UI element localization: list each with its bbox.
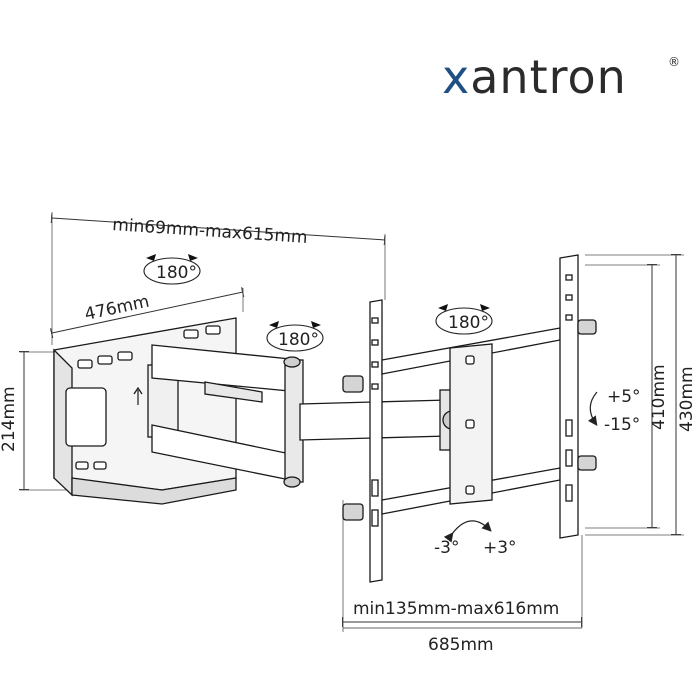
wall-pivot-label: 180° (156, 263, 197, 283)
head-pivot-label: 180° (448, 313, 489, 333)
first-arm (147, 344, 304, 488)
tilt-up-label: +5° (607, 387, 641, 407)
rotation-middle-pivot: 180° (266, 321, 324, 352)
wall-plate-width-label: 476mm (83, 292, 151, 325)
swivel-right-label: +3° (483, 538, 517, 558)
dim-wall-plate-height: 214mm (0, 351, 68, 491)
registered-mark: ® (668, 55, 680, 69)
dim-vesa-outer: 430mm (585, 254, 697, 536)
overall-width-label: 685mm (428, 635, 494, 655)
rotation-wall-pivot: 180° (143, 254, 201, 285)
vesa-rail-right (559, 254, 597, 539)
dim-mount-depth: min135mm-max616mm (342, 535, 583, 628)
dim-vesa-inner: 410mm (585, 264, 669, 529)
brand-logo: xantron ® (442, 50, 680, 104)
logo-rest: antron (470, 50, 627, 104)
vesa-outer-label: 430mm (677, 366, 697, 432)
arm-extension-label: min69mm-max615mm (112, 215, 308, 248)
wall-plate (53, 317, 237, 505)
center-bracket (449, 343, 493, 505)
vesa-inner-label: 410mm (649, 364, 669, 430)
wall-plate-height-label: 214mm (0, 386, 19, 452)
dim-overall-width: 685mm (342, 500, 582, 655)
svg-text:xantron: xantron (442, 50, 627, 104)
swivel-left-label: -3° (434, 538, 459, 558)
rotation-head-pivot: 180° (435, 304, 493, 335)
logo-x-letter: x (442, 50, 470, 104)
tilt-down-label: -15° (604, 415, 640, 435)
tilt-indicator: +5° -15° (587, 387, 641, 435)
vesa-rail-left (342, 299, 383, 583)
mount-depth-label: min135mm-max616mm (353, 599, 559, 619)
swivel-indicator: -3° +3° (434, 520, 517, 558)
middle-pivot-label: 180° (278, 330, 319, 350)
